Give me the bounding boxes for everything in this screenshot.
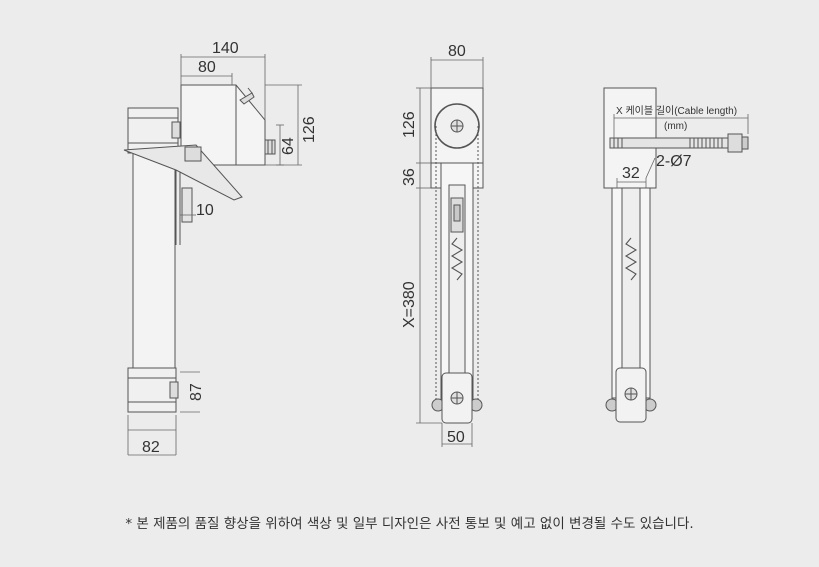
dim-front-80: 80 [448, 43, 466, 60]
dim-front-x380: X=380 [401, 281, 418, 328]
footnote: * 본 제품의 품질 향상을 위하여 색상 및 일부 디자인은 사전 통보 및 … [125, 516, 694, 532]
right-spring [624, 237, 638, 281]
dim-side-10: 10 [196, 202, 214, 219]
dim-front-126: 126 [401, 111, 418, 138]
cable-length-unit: (mm) [664, 121, 687, 132]
side-body [132, 147, 176, 374]
dim-side-126: 126 [301, 116, 318, 143]
side-view [123, 54, 302, 456]
dimension-labels: 140 80 64 126 10 87 82 80 126 36 X=380 5… [142, 40, 737, 456]
side-top-reel [127, 107, 179, 154]
dim-right-32: 32 [622, 165, 640, 182]
dim-side-87: 87 [188, 383, 205, 401]
dim-side-82: 82 [142, 439, 160, 456]
dim-side-64: 64 [280, 137, 297, 155]
dim-side-140: 140 [212, 40, 239, 57]
front-spring [450, 237, 464, 281]
dim-right-holes: 2-Ø7 [656, 153, 692, 170]
dim-front-50: 50 [447, 429, 465, 446]
right-view [603, 87, 749, 423]
side-bottom-reel [127, 367, 177, 413]
dim-side-80: 80 [198, 59, 216, 76]
cable [609, 133, 749, 153]
side-bracket [123, 144, 243, 201]
front-view [416, 57, 484, 447]
dim-front-36: 36 [401, 168, 418, 186]
cable-length-label: X 케이블 길이(Cable length) [616, 104, 737, 117]
